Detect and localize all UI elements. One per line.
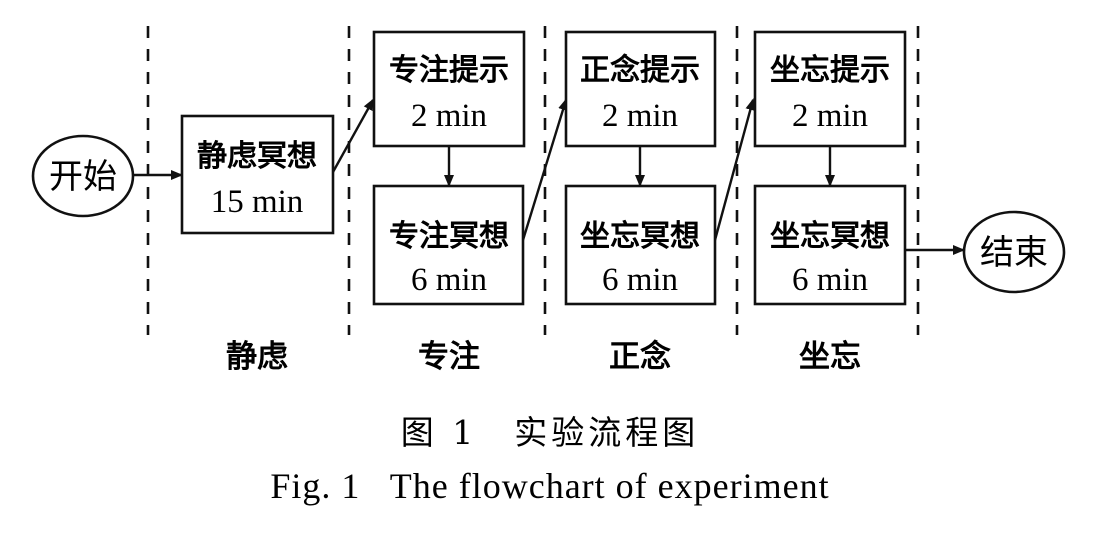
focus-prompt-duration: 2 min — [411, 98, 487, 134]
phase-label-sitforget: 坐忘 — [799, 339, 861, 375]
jinglv-meditation-node: 静虑冥想 15 min — [180, 114, 335, 235]
phase-label-jinglv: 静虑 — [226, 339, 288, 375]
sitforget-meditation-1-title: 坐忘冥想 — [580, 219, 700, 254]
focus-meditation-duration: 6 min — [411, 262, 487, 298]
phase-label-focus: 专注 — [418, 339, 480, 375]
focus-prompt-title: 专注提示 — [389, 53, 509, 88]
mindful-prompt-title: 正念提示 — [580, 53, 700, 88]
focus-prompt-node: 专注提示 2 min — [372, 30, 526, 148]
mindful-prompt-duration: 2 min — [602, 98, 678, 134]
sitforget-meditation-1-duration: 6 min — [602, 262, 678, 298]
jinglv-meditation-title: 静虑冥想 — [197, 139, 317, 174]
phase-label-mindful: 正念 — [609, 339, 671, 375]
sitforget-meditation-node-1: 坐忘冥想 6 min — [564, 184, 717, 306]
end-node: 结束 — [962, 210, 1066, 294]
sitforget-meditation-2-title: 坐忘冥想 — [770, 219, 890, 254]
focus-meditation-title: 专注冥想 — [389, 219, 509, 254]
mindful-prompt-node: 正念提示 2 min — [564, 30, 717, 148]
sitforget-prompt-node: 坐忘提示 2 min — [753, 30, 907, 148]
sitforget-meditation-2-duration: 6 min — [792, 262, 868, 298]
end-label: 结束 — [980, 233, 1048, 273]
edge-sitforget-meditation1-to-prompt — [713, 98, 756, 241]
edge-jinglv-to-focus-prompt — [331, 98, 375, 173]
jinglv-meditation-duration: 15 min — [211, 184, 304, 220]
edge-focus-meditation-to-mindful-prompt — [521, 98, 568, 241]
focus-meditation-node: 专注冥想 6 min — [372, 184, 525, 306]
caption-english: Fig. 1 The flowchart of experiment — [270, 466, 829, 506]
sitforget-meditation-node-2: 坐忘冥想 6 min — [753, 184, 907, 306]
sitforget-prompt-title: 坐忘提示 — [770, 53, 890, 88]
caption-chinese: 图 1 实验流程图 — [401, 413, 700, 452]
start-node: 开始 — [31, 134, 135, 218]
sitforget-prompt-duration: 2 min — [792, 98, 868, 134]
start-label: 开始 — [49, 157, 117, 197]
